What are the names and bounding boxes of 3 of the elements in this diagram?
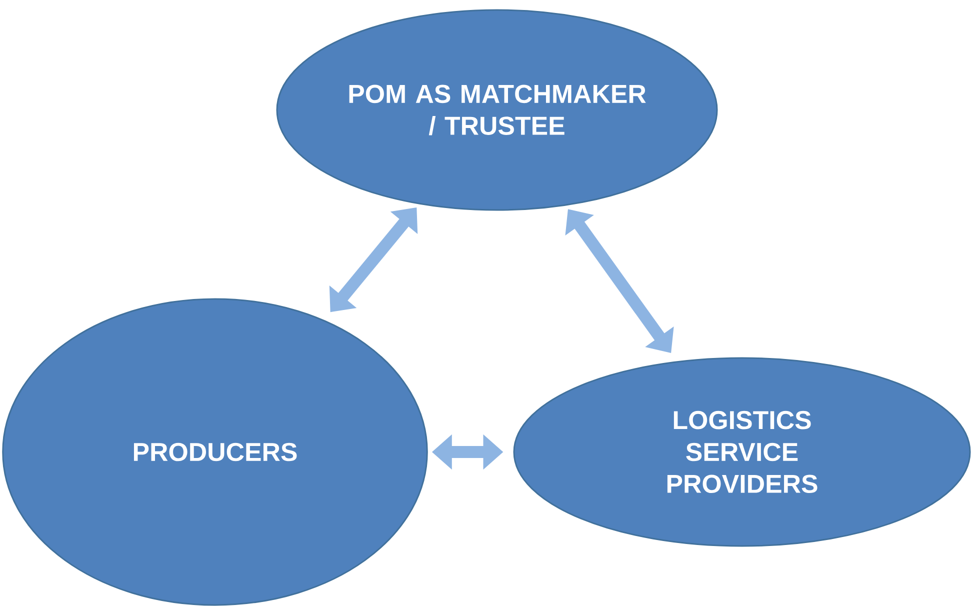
ellipse-node: PRODUCERS (2, 298, 428, 606)
ellipse-node: LOGISTICS SERVICE PROVIDERS (513, 357, 971, 547)
ellipse-node: POM AS MATCHMAKER / TRUSTEE (276, 9, 718, 211)
